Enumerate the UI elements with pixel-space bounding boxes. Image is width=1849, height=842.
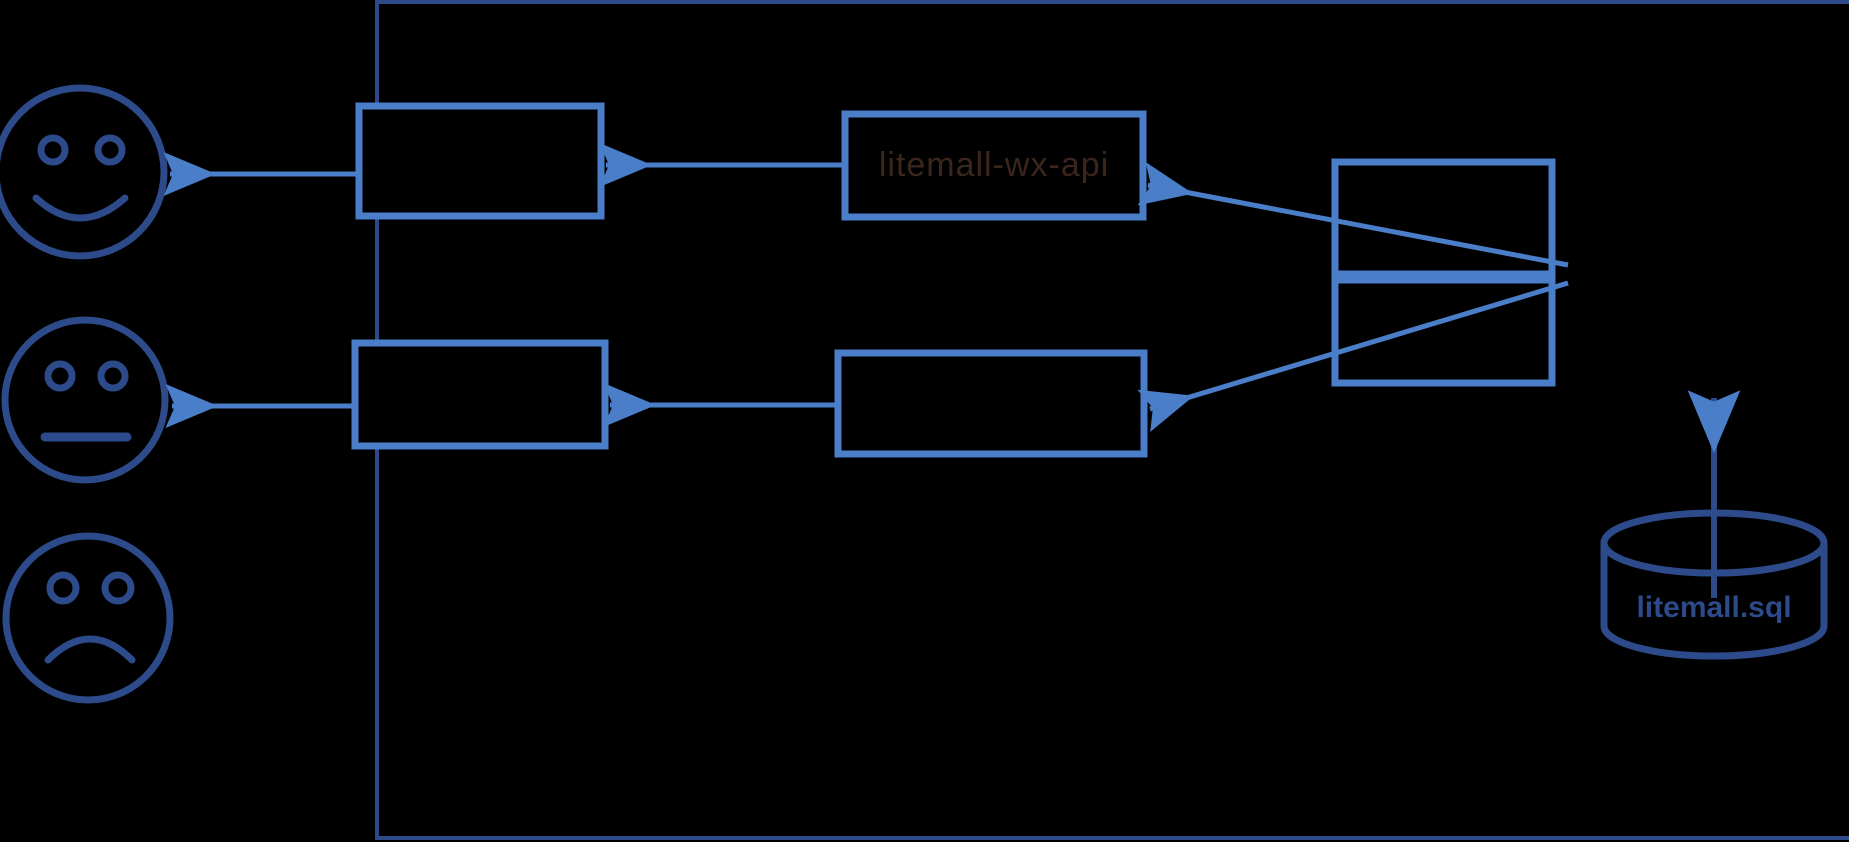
box-client-top[interactable] <box>355 102 605 220</box>
box-api-wx[interactable] <box>841 110 1147 221</box>
box-api-admin[interactable] <box>834 349 1148 458</box>
neutral-face-icon <box>1 316 169 484</box>
happy-face-icon <box>0 84 168 260</box>
conn-core-to-admin-api <box>1137 280 1569 432</box>
conn-core-to-wx-api <box>1137 162 1569 268</box>
database-cylinder-icon[interactable] <box>1600 509 1828 660</box>
box-core-bottom[interactable] <box>1331 276 1556 387</box>
box-client-bottom[interactable] <box>351 339 609 450</box>
sad-face-icon <box>2 532 174 704</box>
